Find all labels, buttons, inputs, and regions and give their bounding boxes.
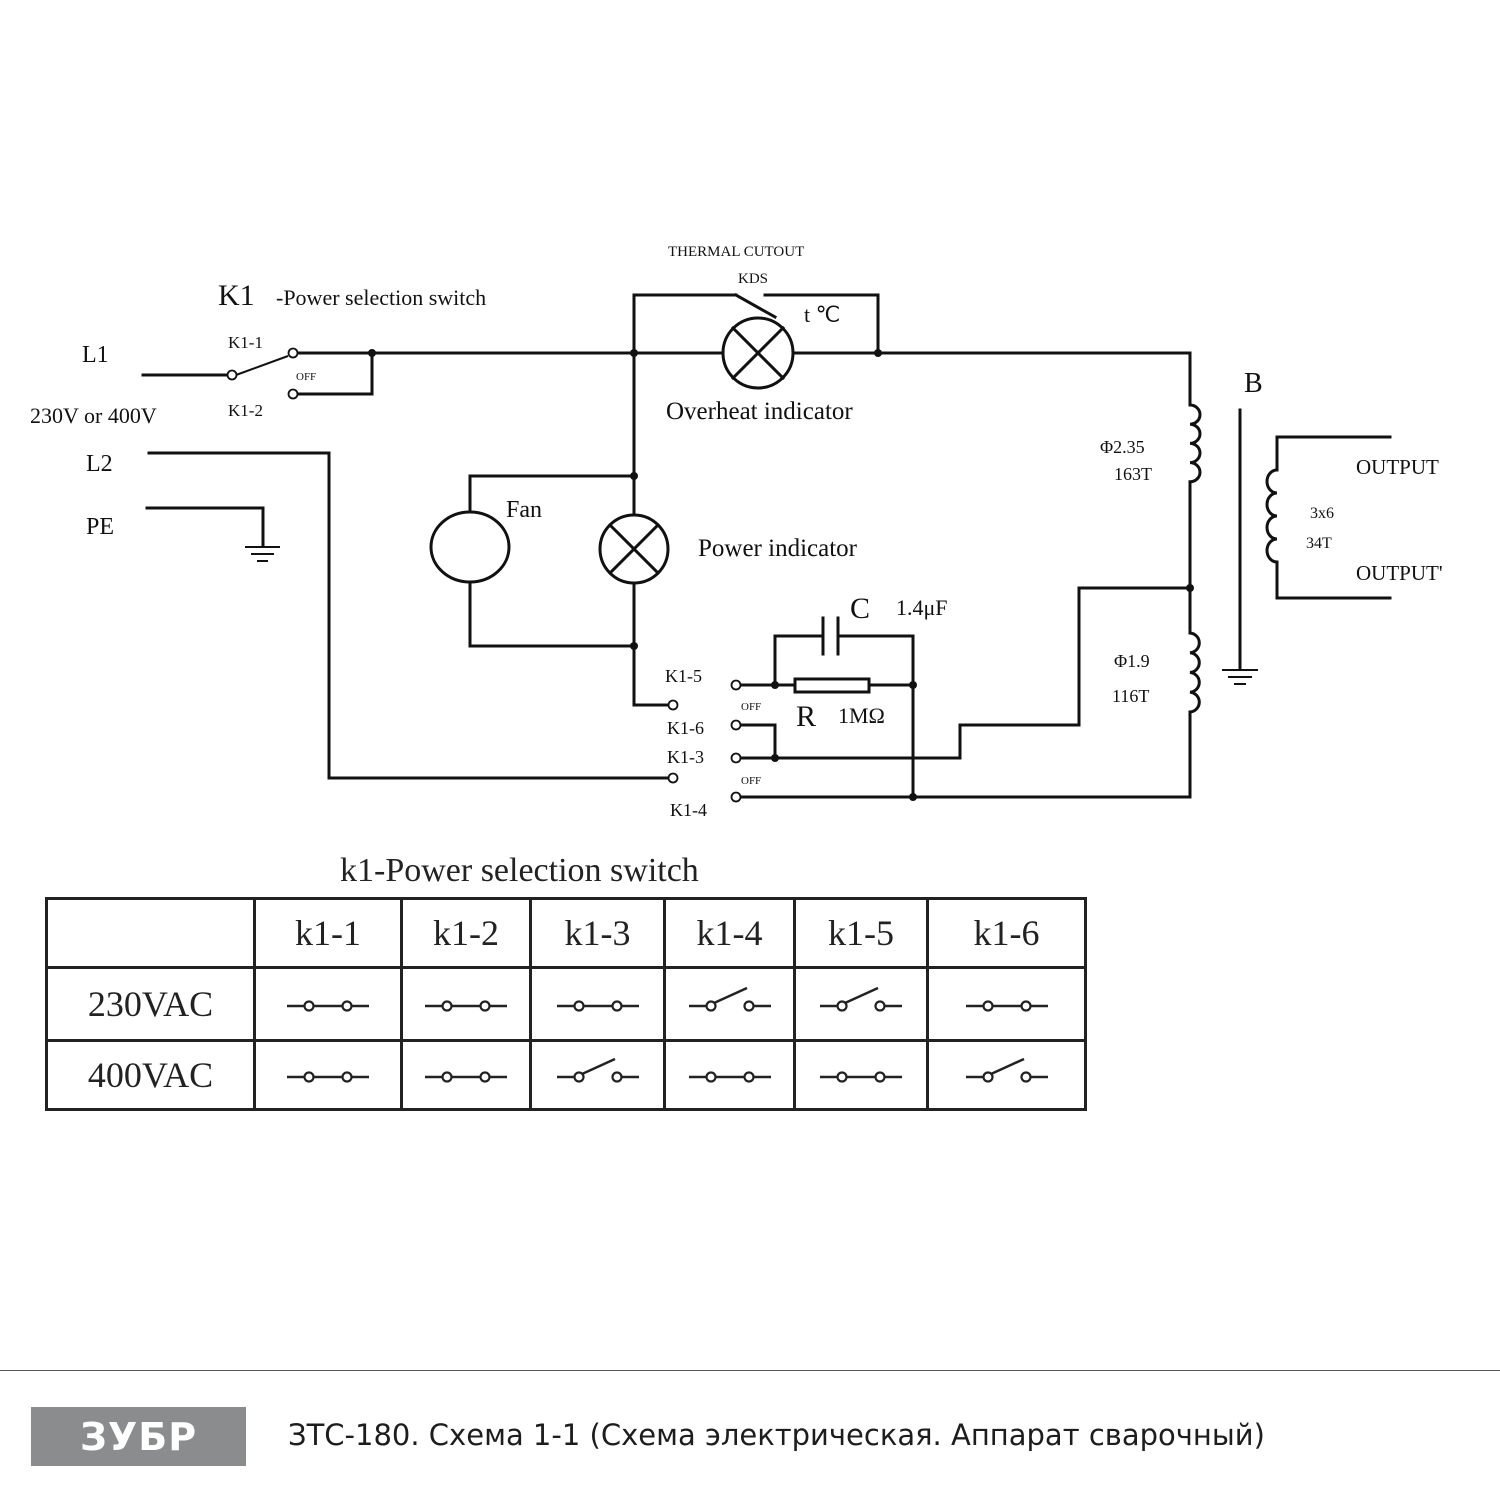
row-label: 400VAC xyxy=(45,1039,256,1111)
switch-closed-symbol xyxy=(965,1000,1048,1012)
overheat-indicator-label: Overheat indicator xyxy=(666,398,853,425)
resistor xyxy=(793,677,871,694)
k1-symbol: K1 xyxy=(218,279,255,312)
pe-label: PE xyxy=(86,514,114,540)
switch-open-symbol xyxy=(965,1057,1048,1083)
switch-table-title: k1-Power selection switch xyxy=(340,852,699,889)
transformer-label: B xyxy=(1244,368,1263,399)
column-header: k1-6 xyxy=(926,897,1087,969)
switch-state-cell xyxy=(253,1039,403,1111)
resistor-value: 1MΩ xyxy=(838,703,885,728)
primary-lower-wire-label: Φ1.9 xyxy=(1114,651,1150,671)
column-header: k1-5 xyxy=(793,897,929,969)
output-bottom-label: OUTPUT' xyxy=(1356,561,1443,585)
k1-4-label: K1-4 xyxy=(670,800,707,820)
switch-state-cell xyxy=(793,1039,929,1111)
switch-closed-symbol xyxy=(425,1071,507,1083)
l1-label: L1 xyxy=(82,342,109,368)
temperature-label: t ℃ xyxy=(804,302,840,327)
switch-state-cell xyxy=(253,966,403,1042)
thermal-cutout-label: THERMAL CUTOUT xyxy=(668,244,804,260)
switch-state-table: k1-1 k1-2 k1-3 k1-4 k1-5 k1-6 230VAC 400… xyxy=(45,897,1087,1111)
junction-nodes xyxy=(368,349,1194,801)
switch-state-cell xyxy=(926,966,1087,1042)
kds-label: KDS xyxy=(738,271,768,287)
off-label-k1-mid: OFF xyxy=(741,701,761,713)
k1-3-label: K1-3 xyxy=(667,747,704,767)
brand-logo-text: ЗУБР xyxy=(79,1414,198,1459)
switch-open-symbol xyxy=(688,986,771,1012)
switch-state-cell xyxy=(663,966,796,1042)
column-header: k1-3 xyxy=(529,897,666,969)
switch-state-cell xyxy=(529,1039,666,1111)
k1-5-label: K1-5 xyxy=(665,666,702,686)
off-label-k1-top: OFF xyxy=(296,371,316,383)
table-row: 230VAC xyxy=(45,966,1087,1042)
switch-closed-symbol xyxy=(688,1071,771,1083)
column-header: k1-4 xyxy=(663,897,796,969)
switch-closed-symbol xyxy=(820,1071,902,1083)
switch-closed-symbol xyxy=(287,1000,369,1012)
primary-winding-lower xyxy=(1188,631,1201,714)
table-row: 400VAC xyxy=(45,1039,1087,1111)
fan-motor xyxy=(429,510,511,584)
switch-state-cell xyxy=(663,1039,796,1111)
column-header: k1-2 xyxy=(400,897,532,969)
voltage-label: 230V or 400V xyxy=(30,403,157,428)
switch-state-cell xyxy=(400,1039,532,1111)
column-header: k1-1 xyxy=(253,897,403,969)
model-name: ЗТС-180. xyxy=(288,1418,420,1452)
off-label-k1-bottom: OFF xyxy=(741,775,761,787)
footer-caption: ЗТС-180. Схема 1-1 (Схема электрическая.… xyxy=(288,1418,1265,1452)
table-corner-cell xyxy=(45,897,256,969)
primary-lower-turns-label: 116T xyxy=(1112,686,1149,706)
secondary-wire-label: 3x6 xyxy=(1310,505,1334,522)
k1-2-label: K1-2 xyxy=(228,401,263,420)
capacitor-symbol: C xyxy=(850,592,870,625)
primary-winding-upper xyxy=(1188,403,1202,484)
row-label: 230VAC xyxy=(45,966,256,1042)
l2-label: L2 xyxy=(86,451,113,477)
table-header-row: k1-1 k1-2 k1-3 k1-4 k1-5 k1-6 xyxy=(45,897,1087,969)
primary-upper-turns-label: 163T xyxy=(1114,464,1152,484)
switch-open-symbol xyxy=(556,1057,639,1083)
secondary-turns-label: 34T xyxy=(1306,535,1332,552)
switch-closed-symbol xyxy=(287,1071,369,1083)
overheat-indicator-lamp xyxy=(721,316,795,390)
switch-closed-symbol xyxy=(556,1000,639,1012)
k1-1-label: K1-1 xyxy=(228,333,263,352)
fan-label: Fan xyxy=(506,497,542,523)
switch-open-symbol xyxy=(820,986,902,1012)
primary-upper-wire-label: Φ2.35 xyxy=(1100,437,1145,457)
switch-state-cell xyxy=(400,966,532,1042)
switch-state-cell xyxy=(529,966,666,1042)
circuit-schematic: THERMAL CUTOUT KDS t ℃ K1 -Power selecti… xyxy=(30,244,1443,820)
k1-title: -Power selection switch xyxy=(276,285,486,310)
brand-logo: ЗУБР xyxy=(31,1407,246,1466)
power-indicator-label: Power indicator xyxy=(698,535,858,562)
output-top-label: OUTPUT xyxy=(1356,455,1439,479)
power-indicator-lamp xyxy=(598,513,670,585)
caption-text: Схема 1-1 (Схема электрическая. Аппарат … xyxy=(419,1418,1265,1452)
k1-6-label: K1-6 xyxy=(667,718,704,738)
switch-terminals xyxy=(226,347,742,803)
switch-state-cell xyxy=(926,1039,1087,1111)
capacitor-value: 1.4μF xyxy=(896,595,948,620)
switch-state-cell xyxy=(793,966,929,1042)
secondary-winding xyxy=(1265,468,1279,564)
switch-closed-symbol xyxy=(425,1000,507,1012)
footer-divider xyxy=(0,1370,1500,1371)
resistor-symbol: R xyxy=(796,700,816,733)
